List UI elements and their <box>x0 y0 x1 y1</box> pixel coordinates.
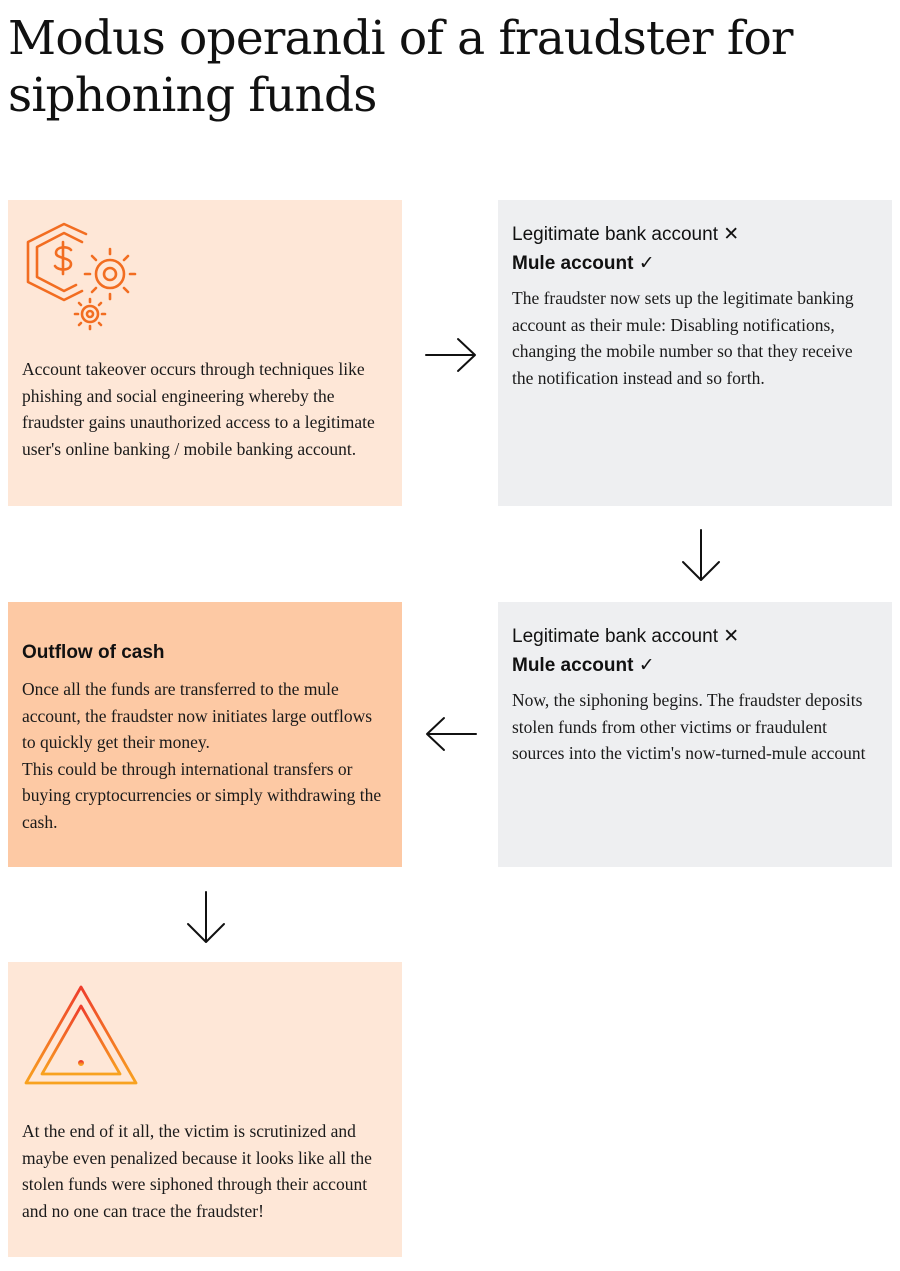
label-mule-account: Mule account ✓ <box>512 654 655 676</box>
arrow-down-icon <box>187 891 225 943</box>
step-account-takeover: Account takeover occurs through techniqu… <box>8 200 402 506</box>
cross-icon: ✕ <box>723 625 740 647</box>
arrow-right-icon <box>425 338 476 372</box>
step-outflow: Outflow of cash Once all the funds are t… <box>8 602 402 867</box>
arrow-down-icon <box>682 529 720 581</box>
step-siphoning: Legitimate bank account ✕ Mule account ✓… <box>498 602 892 867</box>
step-outcome-text: At the end of it all, the victim is scru… <box>22 1121 372 1221</box>
step-outflow-text: Once all the funds are transferred to th… <box>22 679 382 832</box>
step-outflow-heading: Outflow of cash <box>22 642 165 663</box>
step-outcome: At the end of it all, the victim is scru… <box>8 962 402 1257</box>
check-icon: ✓ <box>638 252 655 274</box>
label-legitimate-account: Legitimate bank account ✕ <box>512 625 740 647</box>
label-legitimate-account: Legitimate bank account ✕ <box>512 223 740 245</box>
cross-icon: ✕ <box>723 223 740 245</box>
page-title: Modus operandi of a fraudster for siphon… <box>8 11 793 123</box>
check-icon: ✓ <box>638 654 655 676</box>
warning-triangle-icon <box>24 985 138 1085</box>
step-mule-setup-text: The fraudster now sets up the legitimate… <box>512 288 854 388</box>
dollar-gear-icon <box>26 222 137 331</box>
step-mule-setup: Legitimate bank account ✕ Mule account ✓… <box>498 200 892 506</box>
step-siphoning-text: Now, the siphoning begins. The fraudster… <box>512 690 866 764</box>
step-account-takeover-text: Account takeover occurs through techniqu… <box>22 359 375 459</box>
arrow-left-icon <box>426 717 477 751</box>
label-mule-account: Mule account ✓ <box>512 252 655 274</box>
